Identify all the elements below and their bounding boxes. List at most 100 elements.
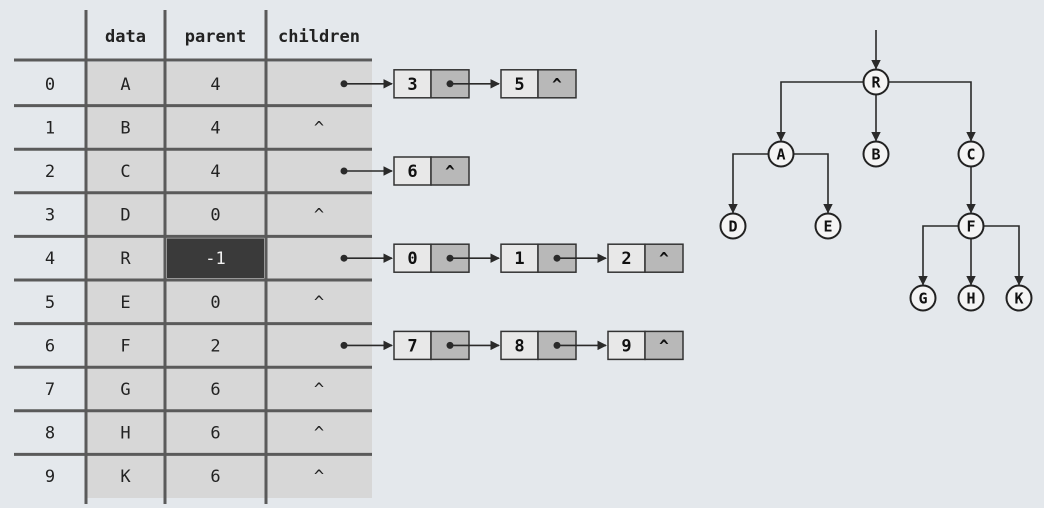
tree-node: R [862, 68, 890, 96]
list-node: 0 [393, 243, 500, 273]
tree-node: A [767, 140, 795, 168]
row-parent: 4 [210, 162, 220, 182]
tree-node: D [719, 212, 747, 240]
tree-node-circle [957, 284, 985, 312]
tree-node-circle [767, 140, 795, 168]
highlighted-cell [167, 238, 264, 278]
node-data-cell [393, 330, 432, 361]
tree-edge [728, 153, 769, 214]
row-index: 6 [45, 336, 55, 356]
row-index: 4 [45, 249, 55, 269]
node-value: 9 [621, 336, 631, 356]
row-children-null: ^ [314, 206, 324, 226]
row-data: K [120, 467, 131, 487]
row-data: H [120, 424, 130, 444]
table-row: 8 H 6 ^ [45, 424, 324, 444]
node-data-cell [500, 243, 539, 273]
tree-node-circle [957, 212, 985, 240]
row-index: 3 [45, 206, 55, 226]
node-data-cell [500, 69, 539, 99]
node-data-cell [393, 69, 432, 99]
child-list: 6^ [340, 156, 470, 186]
table-row: 6 F 2 [45, 336, 221, 356]
tree-edge [888, 81, 976, 142]
node-value: 0 [407, 249, 417, 269]
node-null-marker: ^ [659, 249, 669, 268]
row-index: 7 [45, 380, 55, 400]
row-parent: 2 [210, 336, 220, 356]
row-data: E [120, 293, 130, 313]
row-data: C [120, 162, 130, 182]
node-null-marker: ^ [445, 162, 455, 181]
row-data: R [120, 249, 131, 269]
tree-node: B [862, 140, 890, 168]
node-value: 5 [514, 75, 524, 95]
tree-node-label: D [728, 218, 737, 236]
row-children-null: ^ [314, 467, 324, 487]
row-parent: 6 [210, 467, 220, 487]
header-parent: parent [185, 27, 246, 47]
tree-node-label: C [966, 146, 975, 164]
row-data: B [120, 118, 130, 138]
row-data: A [120, 75, 130, 95]
tree-node: E [814, 212, 842, 240]
row-data: G [120, 380, 130, 400]
list-node: 6^ [393, 156, 470, 186]
node-value: 2 [621, 249, 631, 269]
row-children-null: ^ [314, 380, 324, 400]
tree-node-circle [862, 140, 890, 168]
tree-node-circle [909, 284, 937, 312]
tree-node-label: G [918, 290, 927, 308]
row-parent: 6 [210, 424, 220, 444]
row-children-null: ^ [314, 424, 324, 444]
row-index: 1 [45, 118, 55, 138]
row-index: 5 [45, 293, 55, 313]
node-value: 6 [407, 162, 417, 182]
row-data: F [120, 336, 130, 356]
tree-node-circle [862, 68, 890, 96]
node-null-marker: ^ [659, 336, 669, 355]
tree-node-label: R [871, 74, 881, 92]
node-value: 1 [514, 249, 524, 269]
tree-edge [983, 225, 1024, 286]
tree-node: K [1005, 284, 1033, 312]
list-node: 9^ [607, 330, 684, 361]
header-data: data [105, 27, 146, 47]
node-data-cell [607, 243, 646, 273]
node-data-cell [607, 330, 646, 361]
tree-edge [918, 225, 959, 286]
tree-edge [793, 153, 833, 214]
list-node: 2^ [607, 243, 684, 273]
tree-node-circle [1005, 284, 1033, 312]
node-value: 7 [407, 336, 417, 356]
node-pointer-cell [537, 69, 577, 99]
list-node: 5^ [500, 69, 577, 99]
row-parent: -1 [205, 249, 225, 269]
tree-node-label: A [776, 146, 785, 164]
tree-node: G [909, 284, 937, 312]
row-index: 8 [45, 424, 55, 444]
table-row: 4 R -1 [45, 249, 226, 269]
row-parent: 0 [210, 206, 220, 226]
header-children: children [278, 27, 360, 47]
list-node: 7 [393, 330, 500, 361]
tree-edge [776, 81, 864, 142]
tree-node-circle [814, 212, 842, 240]
tree-node-circle [719, 212, 747, 240]
tree-node-label: E [823, 218, 832, 236]
tree-node: H [957, 284, 985, 312]
row-parent: 6 [210, 380, 220, 400]
node-null-marker: ^ [552, 75, 562, 94]
node-value: 3 [407, 75, 417, 95]
row-children-null: ^ [314, 118, 324, 138]
